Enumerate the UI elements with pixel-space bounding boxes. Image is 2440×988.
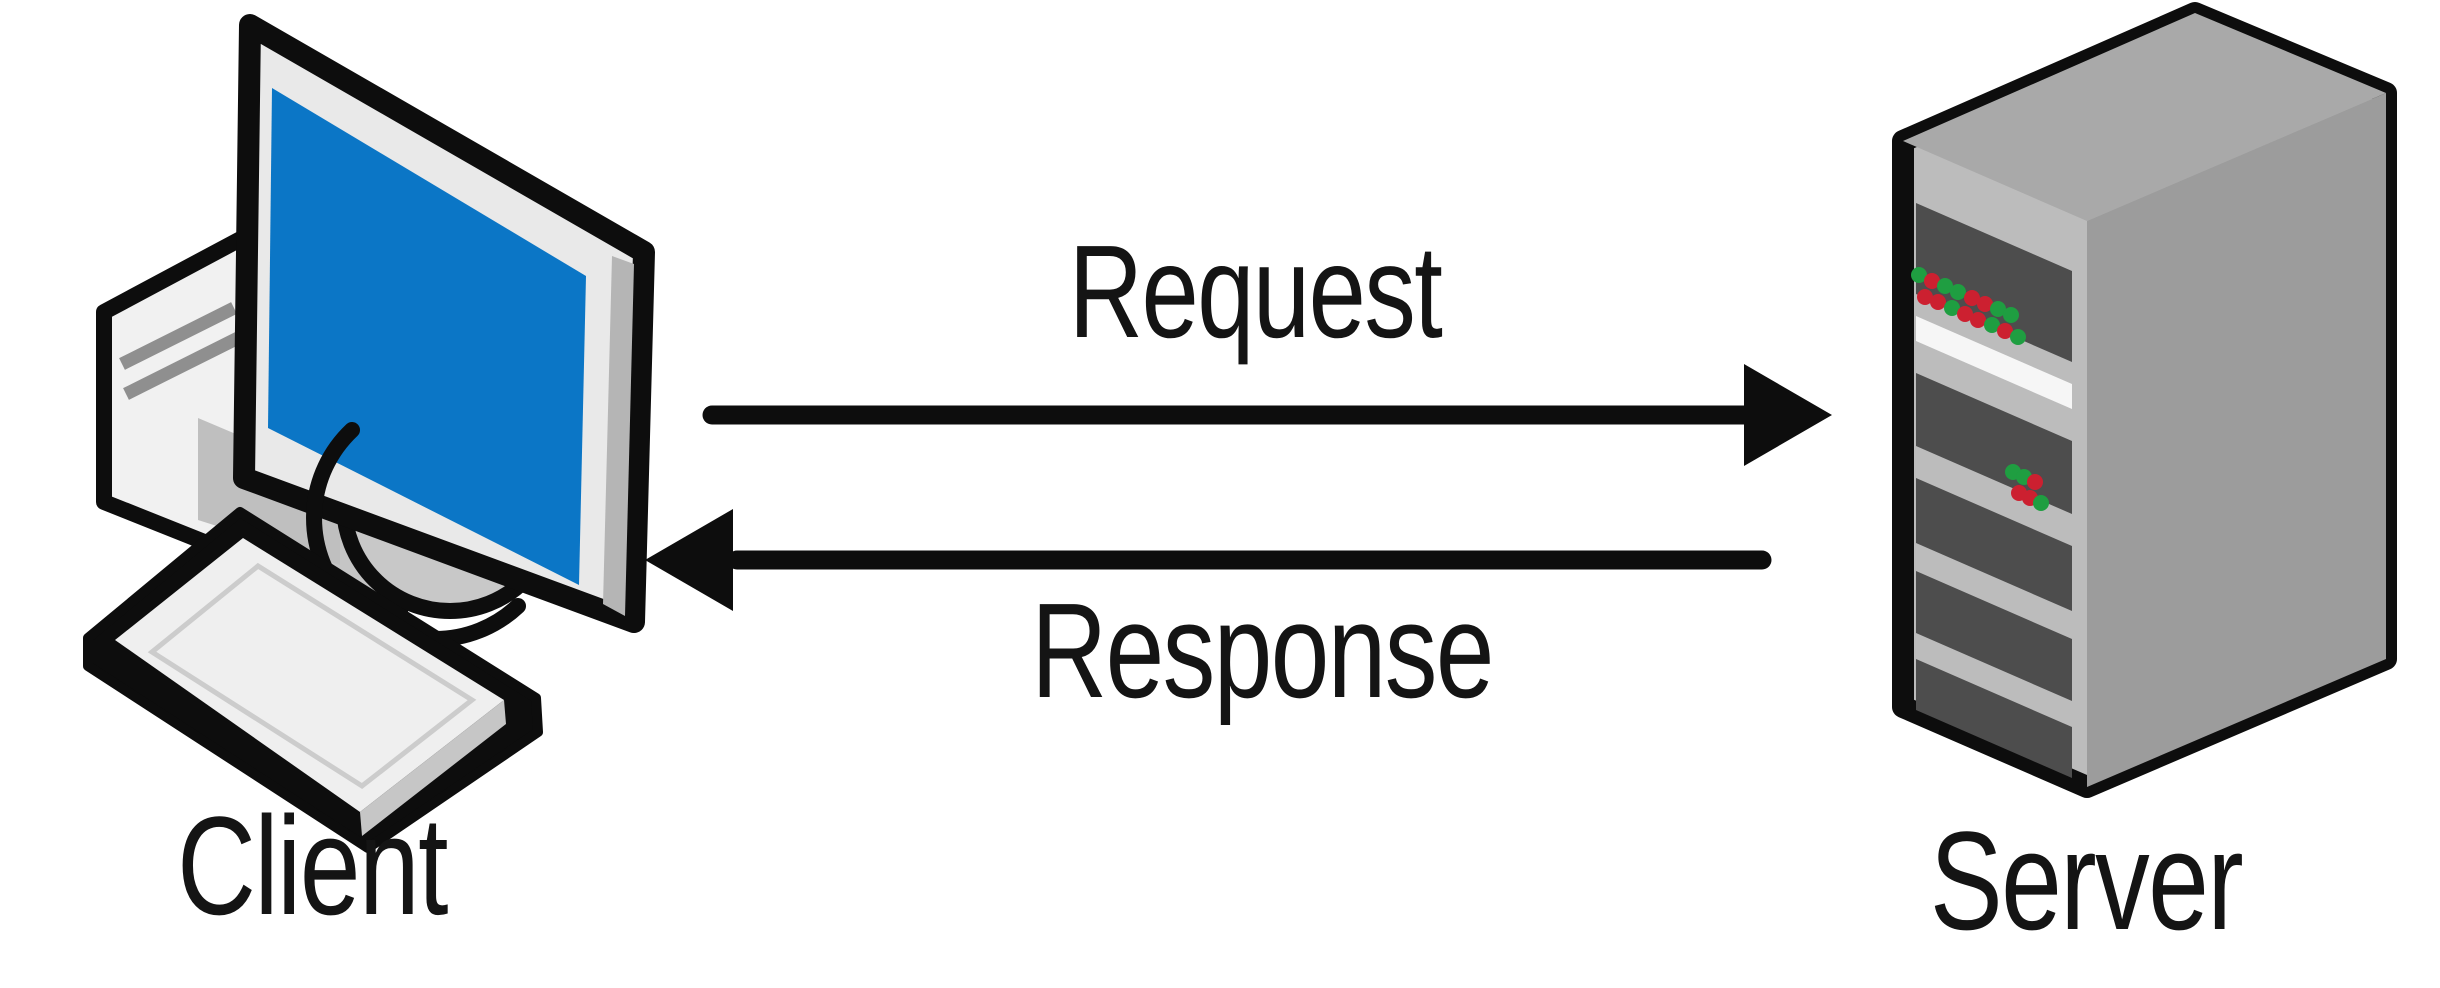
request-arrow-head (1744, 364, 1832, 466)
client-label: Client (177, 787, 448, 944)
request-label: Request (1068, 218, 1443, 365)
server-top-face (1903, 13, 2386, 221)
response-arrow (645, 509, 1772, 611)
server-drive-slot (1916, 203, 2072, 362)
server-side-face (2087, 93, 2386, 787)
server-drive-slot (1916, 478, 2072, 611)
server-tower-icon (1892, 2, 2397, 798)
response-label: Response (1031, 575, 1494, 726)
tower-vents-icon (119, 302, 241, 400)
monitor (233, 14, 655, 633)
keyboard (83, 507, 543, 853)
server-label: Server (1929, 802, 2244, 959)
desktop-computer-icon (83, 14, 655, 853)
server-drive-slot (1916, 659, 2072, 778)
server-front-stripe (1916, 316, 2072, 409)
request-arrow (702, 364, 1832, 466)
monitor-screen (268, 88, 586, 585)
server-drive-slot (1916, 571, 2072, 701)
response-arrow-head (645, 509, 733, 611)
server-led-lights (1911, 267, 2049, 511)
